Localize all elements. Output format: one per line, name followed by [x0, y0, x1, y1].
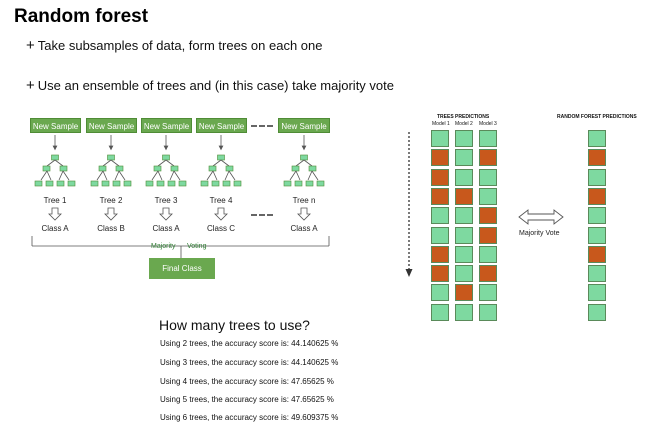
prediction-cell [431, 168, 449, 186]
tree-label: Tree 3 [154, 196, 178, 205]
double-arrow-icon [518, 209, 564, 225]
tree-label: Tree n [292, 196, 316, 205]
prediction-cell [479, 303, 497, 321]
prediction-cell [431, 149, 449, 167]
how-many-heading: How many trees to use? [159, 317, 310, 333]
class-label: Class A [41, 224, 69, 233]
tree-label: Tree 2 [99, 196, 123, 205]
new-sample-box: New Sample [141, 118, 192, 133]
rf-prediction-cell [588, 284, 606, 302]
bullet-2: +Use an ensemble of trees and (in this c… [26, 77, 394, 94]
rf-prediction-cell [588, 265, 606, 283]
slide-title: Random forest [14, 6, 149, 27]
prediction-cell [431, 265, 449, 283]
bullet-1: +Take subsamples of data, form trees on … [26, 37, 322, 54]
prediction-cell [455, 303, 473, 321]
prediction-cell [455, 187, 473, 205]
class-label: Class C [206, 224, 235, 233]
prediction-cell [455, 207, 473, 225]
new-sample-box: New Sample [86, 118, 137, 133]
prediction-cell [479, 149, 497, 167]
tree-label: Tree 1 [43, 196, 67, 205]
rf-prediction-cell [588, 303, 606, 321]
prediction-cell [455, 130, 473, 147]
final-class-box: Final Class [149, 258, 215, 279]
prediction-cell [455, 245, 473, 263]
class-label: Class A [152, 224, 180, 233]
rf-prediction-cell [588, 187, 606, 205]
dashed-ellipsis [251, 214, 273, 216]
prediction-cell [431, 130, 449, 147]
rf-prediction-cell [588, 130, 606, 147]
new-sample-box: New Sample [278, 118, 330, 133]
new-sample-box: New Sample [30, 118, 81, 133]
prediction-cell [479, 168, 497, 186]
dashed-ellipsis [251, 125, 273, 127]
prediction-cell [479, 245, 497, 263]
prediction-cell [431, 207, 449, 225]
prediction-cell [479, 265, 497, 283]
model-label: Model 1 [432, 121, 450, 127]
plus-icon: + [26, 77, 35, 94]
rf-prediction-cell [588, 245, 606, 263]
accuracy-line: Using 6 trees, the accuracy score is: 49… [160, 413, 339, 422]
prediction-cell [431, 303, 449, 321]
prediction-cell [431, 226, 449, 244]
rf-prediction-cell [588, 226, 606, 244]
prediction-cell [455, 149, 473, 167]
prediction-cell [479, 226, 497, 244]
rf-prediction-cell [588, 168, 606, 186]
prediction-cell [431, 187, 449, 205]
rf-prediction-cell [588, 149, 606, 167]
trees-predictions-header: TREES PREDICTIONS [437, 114, 490, 120]
model-label: Model 2 [455, 121, 473, 127]
accuracy-line: Using 3 trees, the accuracy score is: 44… [160, 358, 339, 367]
prediction-cell [479, 284, 497, 302]
plus-icon: + [26, 37, 35, 54]
prediction-cell [455, 168, 473, 186]
rf-prediction-cell [588, 207, 606, 225]
accuracy-line: Using 5 trees, the accuracy score is: 47… [160, 395, 334, 404]
class-label: Class B [97, 224, 125, 233]
majority-vote-label: Majority Vote [519, 230, 560, 237]
accuracy-line: Using 2 trees, the accuracy score is: 44… [160, 339, 339, 348]
tree-label: Tree 4 [209, 196, 233, 205]
prediction-cell [431, 284, 449, 302]
rf-predictions-header: RANDOM FOREST PREDICTIONS [557, 114, 637, 120]
majority-label: Majority [151, 243, 176, 250]
accuracy-line: Using 4 trees, the accuracy score is: 47… [160, 377, 334, 386]
prediction-cell [455, 226, 473, 244]
dashed-down-arrow-icon [405, 132, 413, 277]
prediction-cell [431, 245, 449, 263]
voting-label: Voting [187, 243, 207, 250]
bullet-2-text: Use an ensemble of trees and (in this ca… [37, 78, 394, 93]
prediction-cell [479, 130, 497, 147]
prediction-cell [479, 187, 497, 205]
model-label: Model 3 [479, 121, 497, 127]
class-label: Class A [290, 224, 318, 233]
prediction-cell [455, 265, 473, 283]
new-sample-box: New Sample [196, 118, 247, 133]
prediction-cell [479, 207, 497, 225]
prediction-cell [455, 284, 473, 302]
bullet-1-text: Take subsamples of data, form trees on e… [37, 38, 323, 53]
